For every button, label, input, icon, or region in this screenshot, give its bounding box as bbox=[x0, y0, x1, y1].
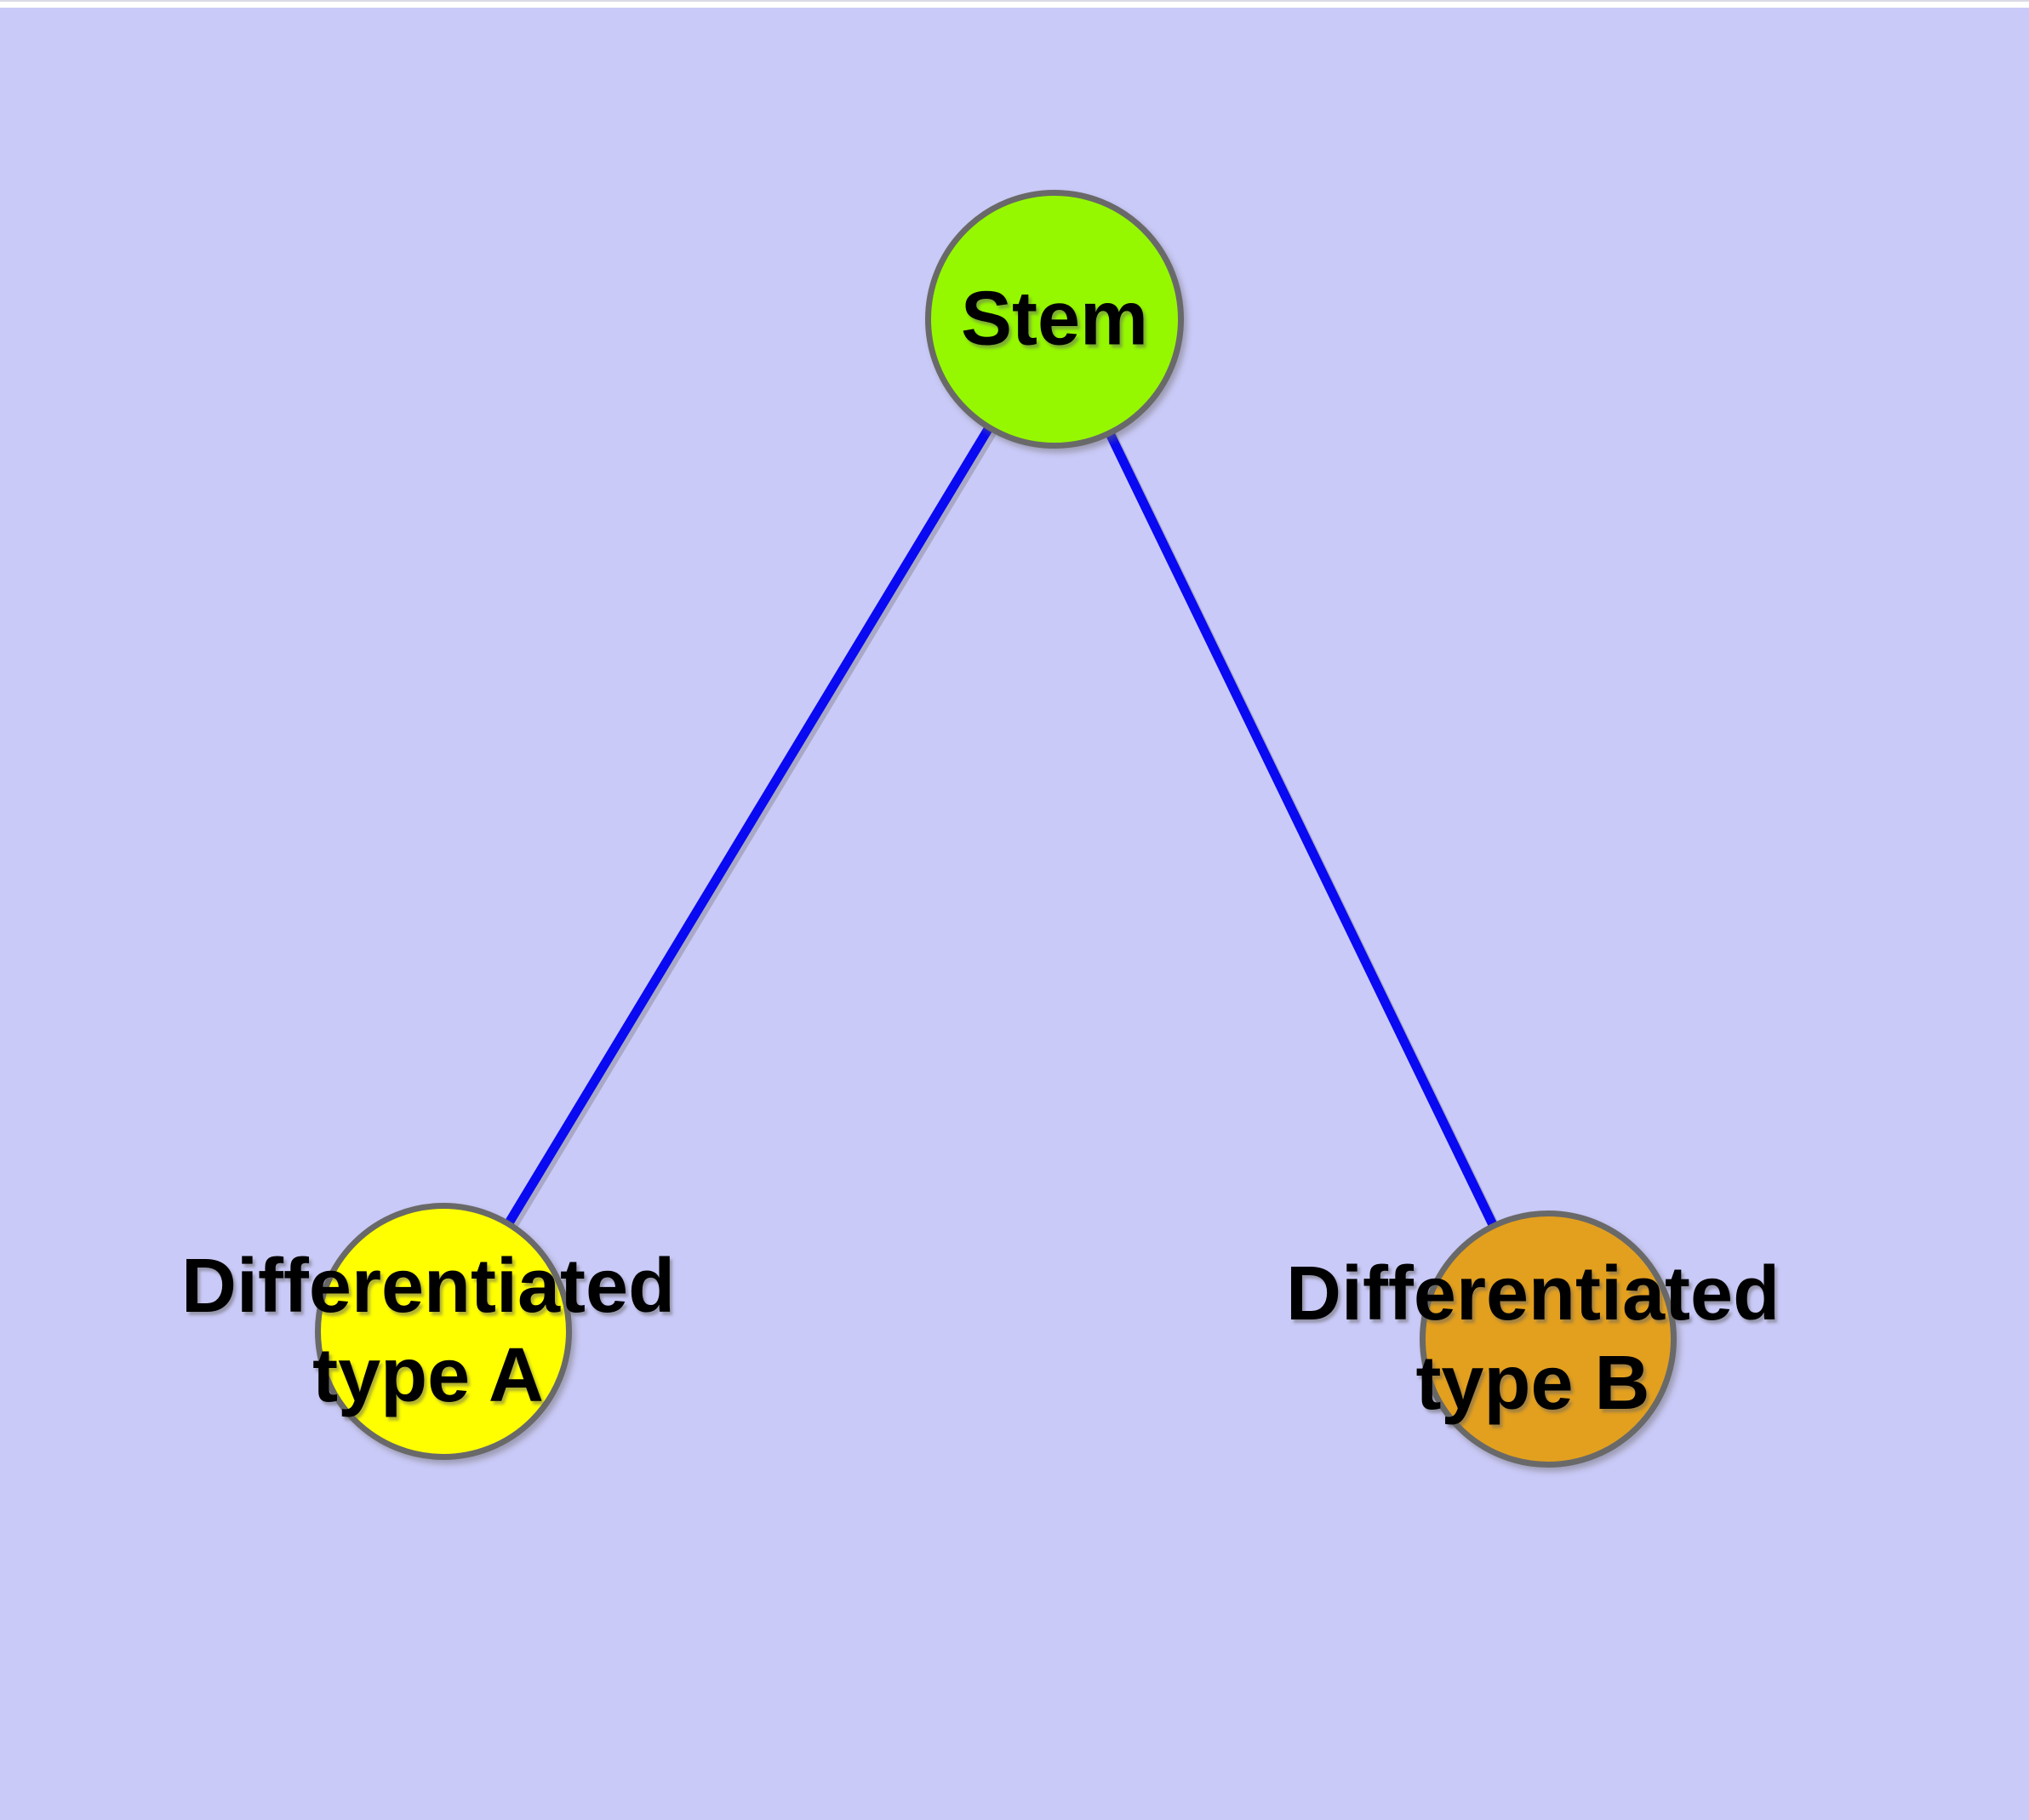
node-stem-circle bbox=[925, 190, 1184, 449]
window-top-edge bbox=[0, 0, 2029, 8]
node-label-stem: Stem bbox=[961, 275, 1148, 364]
label-line: Differentiated bbox=[1285, 1251, 1780, 1336]
edge-shadow-stem-type-a bbox=[443, 321, 1062, 1338]
label-line: type B bbox=[1415, 1341, 1650, 1426]
node-differentiated-type-b-circle bbox=[1420, 1210, 1677, 1468]
edge-stem-to-type-b bbox=[1050, 317, 1552, 1342]
node-label-differentiated-type-a: Differentiated type A bbox=[181, 1242, 675, 1421]
label-line: Differentiated bbox=[180, 1244, 676, 1329]
node-label-differentiated-type-b: Differentiated type B bbox=[1286, 1250, 1780, 1428]
node-differentiated-type-a-circle bbox=[315, 1203, 572, 1460]
label-line: Stem bbox=[960, 276, 1149, 362]
label-line: type A bbox=[312, 1333, 544, 1418]
edge-stem-to-type-a bbox=[439, 317, 1059, 1334]
